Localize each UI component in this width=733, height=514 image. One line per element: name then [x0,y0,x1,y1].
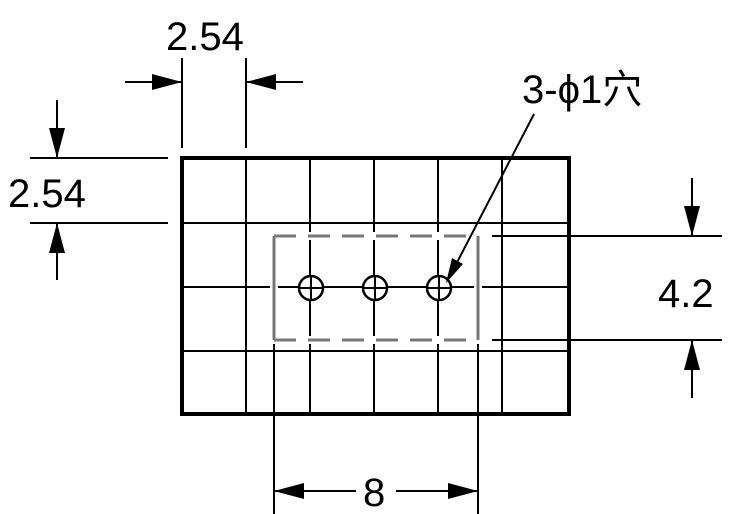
top-pitch-label: 2.54 [166,15,244,59]
component-outline [272,234,480,342]
right-height-dimension [492,178,722,398]
top-pitch-dimension [125,58,303,148]
left-pitch-dimension [30,100,168,280]
left-pitch-label: 2.54 [8,172,86,216]
hole-callout-label: 3-ϕ1穴 [522,68,642,112]
hole-crosshairs [299,276,451,300]
hole-callout-leader [446,113,535,283]
bottom-width-label: 8 [363,471,385,514]
bottom-width-dimension [273,344,479,514]
right-height-label: 4.2 [658,272,714,316]
